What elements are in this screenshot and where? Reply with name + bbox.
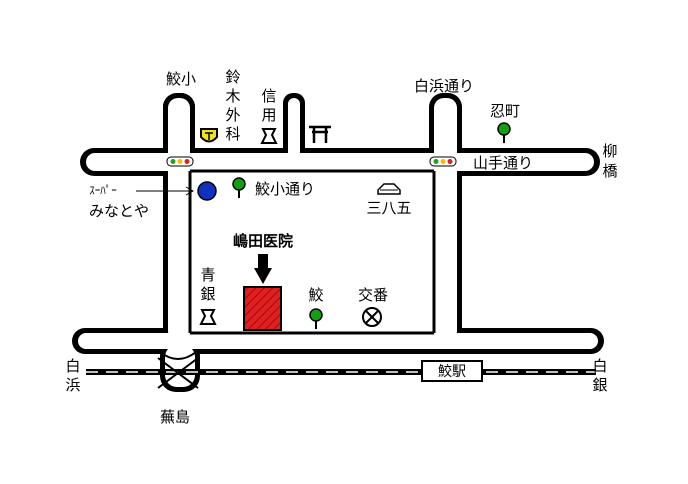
tree-icon [497,122,511,143]
road-network [72,93,604,392]
svg-text:鈴: 鈴 [225,68,240,86]
oshimachi-label: 忍町 [490,102,520,120]
traffic-light-icon [429,156,457,167]
svg-text:白: 白 [65,357,80,375]
samesho-road-label: 鮫小通り [255,180,315,198]
station-label: 鮫駅 [438,364,466,380]
shrine-gate-icon [309,125,331,143]
bank-icon [260,128,278,144]
same-label: 鮫 [308,286,323,304]
shirahama-left-label: 白 浜 [65,357,80,394]
car-icon [377,183,401,195]
tree-icon [309,308,323,329]
svg-text:銀: 銀 [592,376,607,394]
station-box: 鮫駅 [421,360,483,382]
svg-text:青: 青 [200,266,215,284]
bank-shinyo-label: 信 用 [261,87,276,124]
svg-text:白: 白 [592,357,607,375]
svg-text:信: 信 [261,87,276,105]
shirogin-right-label: 白 銀 [592,357,607,394]
svg-text:用: 用 [261,106,276,124]
yanagibashi-label: 柳 橋 [602,142,617,180]
svg-text:科: 科 [225,125,240,143]
svg-text:木: 木 [225,87,240,105]
railway [86,369,596,375]
aomori-bank-label: 青 銀 [200,266,215,303]
kabushima-label: 蕪島 [160,408,190,426]
clinic-suzuki-label: 鈴 木 外 科 [225,68,240,143]
clinic-name-label: 嶋田医院 [233,232,293,250]
police-box-icon [362,307,382,327]
supermarket-dot-icon [197,181,217,201]
tree-icon [232,177,246,198]
arrow-icon [254,254,272,284]
police-box-label: 交番 [358,286,388,304]
sanhachigo-label: 三八五 [366,199,411,217]
yamate-road-label: 山手通り [473,154,533,172]
school-label: 鮫小 [166,70,196,88]
bank-icon [199,309,217,325]
post-office-icon [200,128,218,143]
arrow-icon [136,186,195,196]
supermarket-label-1: ｽｰﾊﾟｰ [89,184,117,197]
shirahama-road-label: 白浜通り [414,77,474,95]
svg-text:銀: 銀 [200,285,215,303]
svg-text:浜: 浜 [65,376,80,394]
traffic-light-icon [166,156,194,167]
supermarket-label-2: みなとや [89,202,149,220]
svg-text:橋: 橋 [602,162,617,180]
clinic-building-icon [243,286,282,331]
svg-text:外: 外 [225,106,240,124]
svg-text:柳: 柳 [602,142,617,160]
rail-crossing [157,351,199,389]
